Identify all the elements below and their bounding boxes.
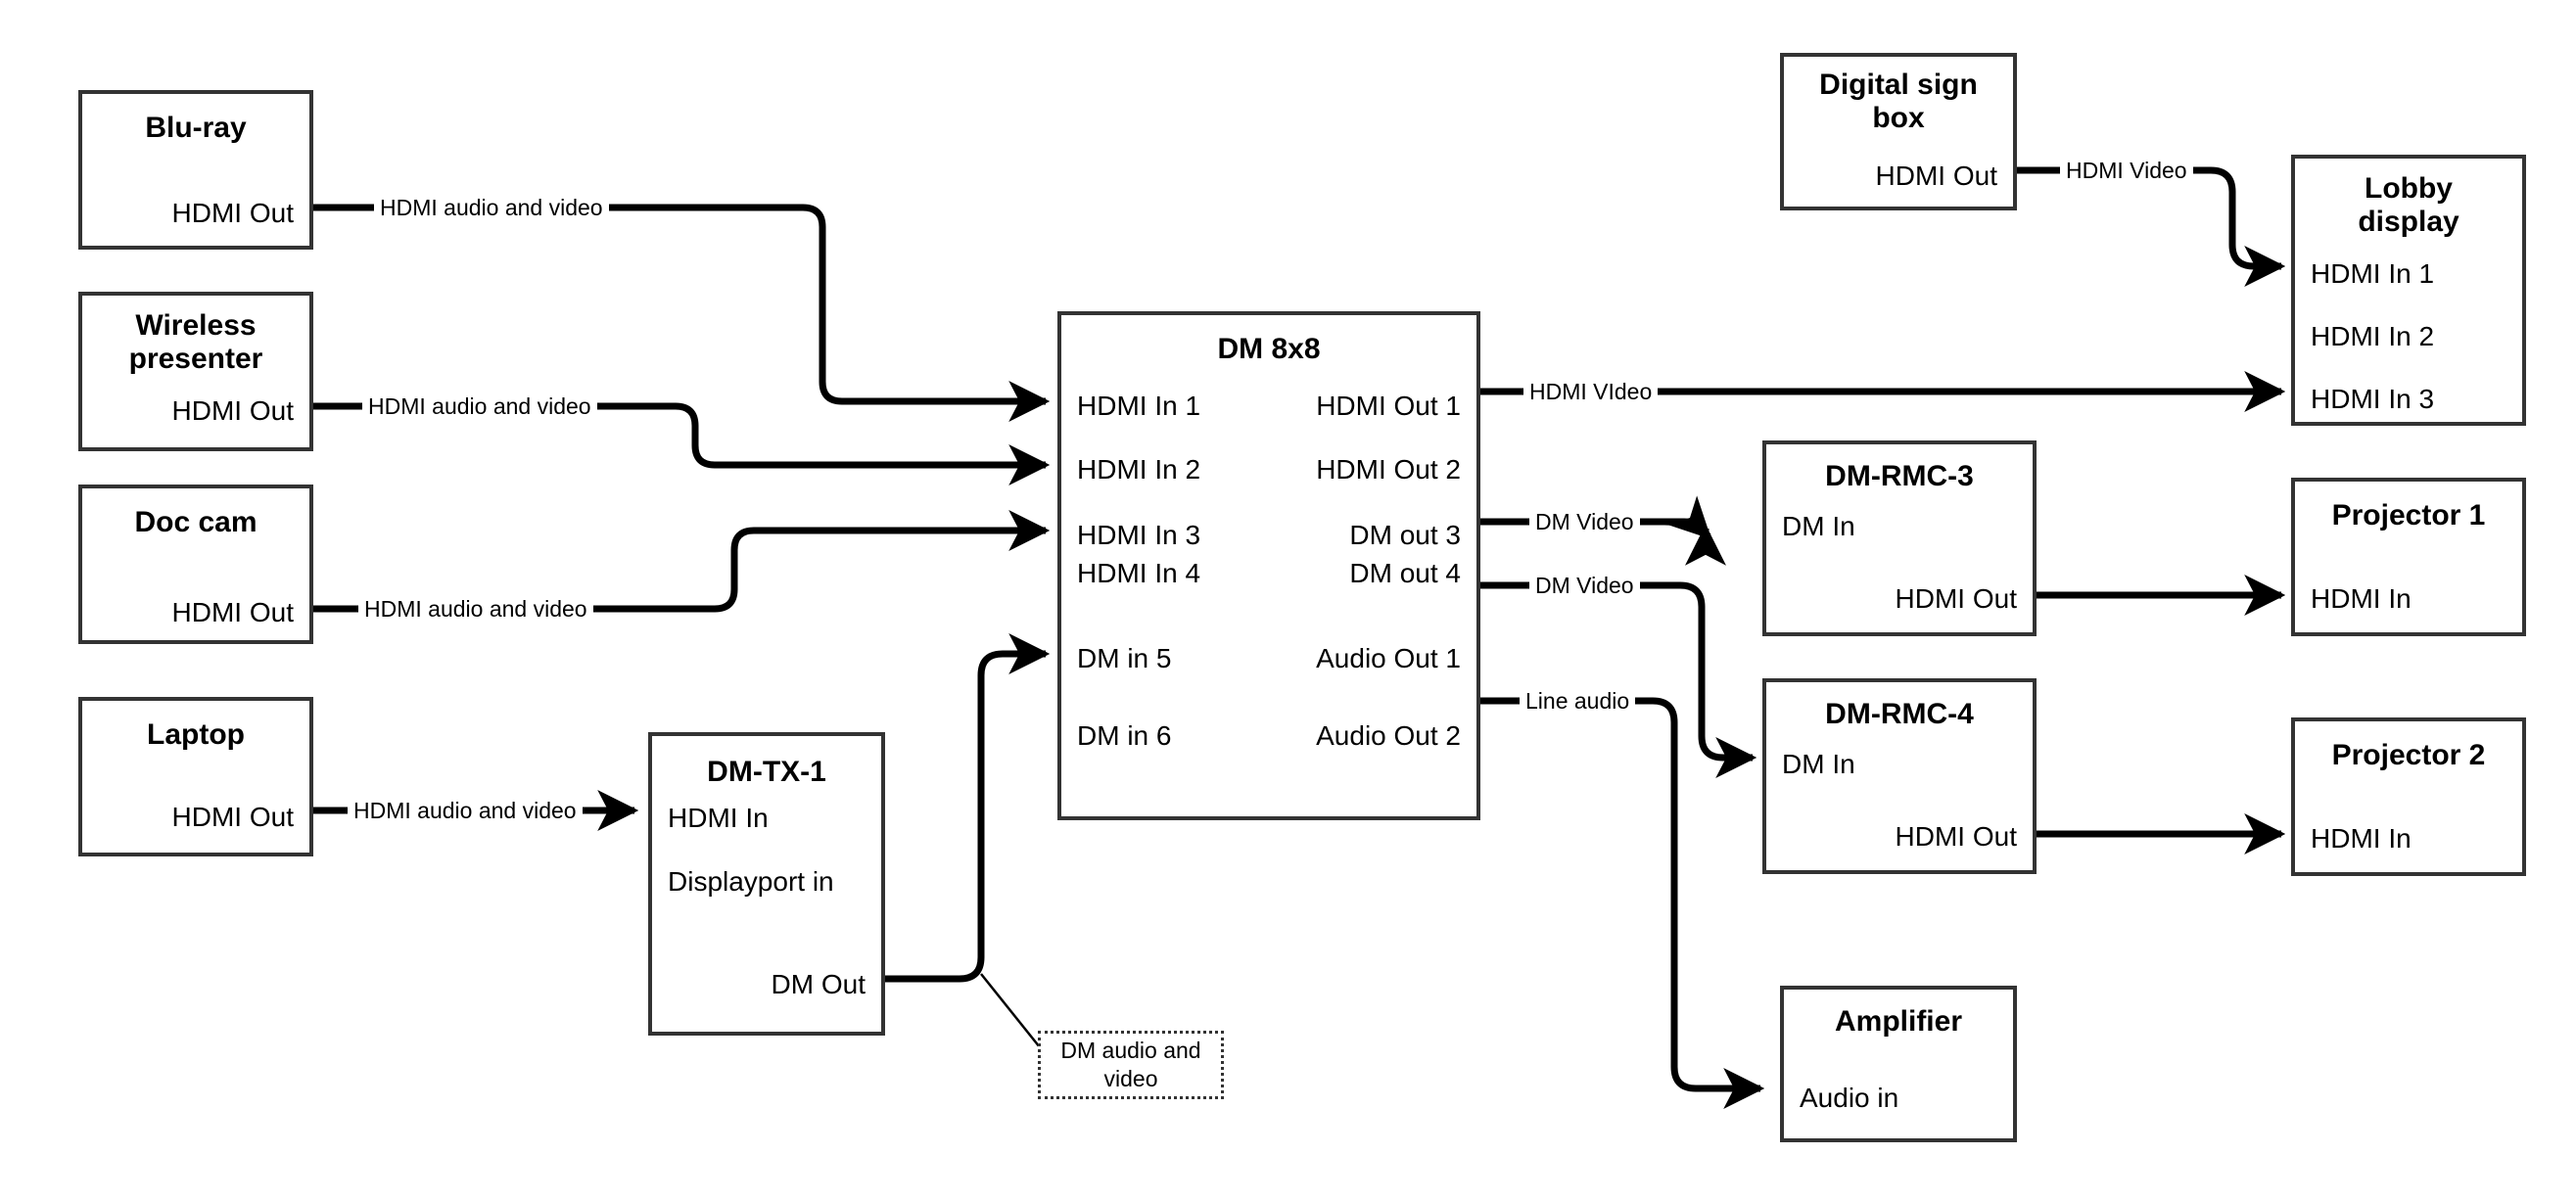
wire-label-doccam-to-dm8x8: HDMI audio and video: [358, 598, 593, 621]
node-dm-8x8-output-dm-out-4: DM out 4: [1349, 558, 1461, 588]
node-lobby-display-input-hdmi-in-1: HDMI In 1: [2311, 258, 2435, 289]
node-dm-rmc-3-title: DM-RMC-3: [1825, 460, 1974, 492]
node-dm-8x8-output-audio-out-2: Audio Out 2: [1316, 720, 1461, 751]
callout-leader-line: [980, 973, 1041, 1048]
node-projector-2-port-hdmi-in: HDMI In: [2311, 823, 2412, 854]
callout-dm-audio-and-video: DM audio and video: [1038, 1031, 1224, 1099]
wire-label-dmout4-to-dmrmc4: DM Video: [1529, 575, 1640, 597]
wire-bluray-to-dm8x8: [313, 204, 1051, 422]
node-projector-1-port-hdmi-in: HDMI In: [2311, 583, 2412, 614]
wire-dmout3-bend: [1663, 495, 1711, 539]
node-amplifier[interactable]: Amplifier Audio in: [1780, 986, 2017, 1142]
node-laptop-title: Laptop: [147, 718, 245, 751]
wire-label-wireless-to-dm8x8: HDMI audio and video: [362, 395, 597, 418]
node-dm-tx-1[interactable]: DM-TX-1 HDMI In Displayport in DM Out: [648, 732, 885, 1036]
wire-label-laptop-to-dmtx1: HDMI audio and video: [348, 800, 583, 822]
wire-label-hdmiout1-to-lobby: HDMI VIdeo: [1523, 381, 1659, 403]
node-lobby-display[interactable]: Lobby display HDMI In 1 HDMI In 2 HDMI I…: [2291, 155, 2526, 426]
node-dm-8x8-output-audio-out-1: Audio Out 1: [1316, 643, 1461, 673]
node-laptop-port-hdmi-out: HDMI Out: [171, 802, 294, 832]
wire-label-signbox-to-lobby: HDMI Video: [2060, 160, 2193, 182]
node-dm-8x8-input-dm-in-6: DM in 6: [1077, 720, 1172, 751]
node-dm-8x8-output-dm-out-3: DM out 3: [1349, 520, 1461, 550]
node-dm-tx-1-title: DM-TX-1: [707, 756, 826, 788]
wire-signbox-to-lobby: [2017, 166, 2286, 287]
node-doc-cam-title: Doc cam: [134, 506, 258, 538]
node-dm-8x8-input-hdmi-in-4: HDMI In 4: [1077, 558, 1201, 588]
node-dm-rmc-4[interactable]: DM-RMC-4 DM In HDMI Out: [1762, 678, 2037, 874]
node-dm-8x8-output-hdmi-out-2: HDMI Out 2: [1316, 454, 1461, 485]
node-dm-rmc-3-port-dm-in: DM In: [1782, 511, 1855, 541]
wire-dm8x8-dmout4-to-dmrmc4: [1480, 581, 1757, 778]
wire-dm8x8-audioout1-to-amplifier: [1480, 697, 1765, 1109]
node-dm-tx-1-port-displayport-in: Displayport in: [668, 866, 834, 897]
wire-label-bluray-to-dm8x8: HDMI audio and video: [374, 197, 609, 219]
node-dm-8x8-output-hdmi-out-1: HDMI Out 1: [1316, 391, 1461, 421]
node-wireless-presenter[interactable]: Wireless presenter HDMI Out: [78, 292, 313, 451]
node-wireless-presenter-port-hdmi-out: HDMI Out: [171, 395, 294, 426]
node-dm-tx-1-port-hdmi-in: HDMI In: [668, 803, 769, 833]
node-projector-2-title: Projector 2: [2331, 739, 2486, 771]
node-digital-sign-box-title: Digital sign box: [1819, 69, 1978, 134]
wire-label-audioout1-to-amplifier: Line audio: [1520, 690, 1636, 713]
node-amplifier-title: Amplifier: [1834, 1005, 1963, 1038]
node-bluray-title: Blu-ray: [145, 112, 247, 144]
node-dm-rmc-4-port-hdmi-out: HDMI Out: [1895, 821, 2017, 852]
node-dm-8x8-input-hdmi-in-3: HDMI In 3: [1077, 520, 1201, 550]
node-digital-sign-box[interactable]: Digital sign box HDMI Out: [1780, 53, 2017, 210]
node-dm-8x8-input-hdmi-in-1: HDMI In 1: [1077, 391, 1201, 421]
node-dm-8x8-title: DM 8x8: [1217, 333, 1321, 365]
node-dm-rmc-4-title: DM-RMC-4: [1825, 698, 1974, 730]
node-laptop[interactable]: Laptop HDMI Out: [78, 697, 313, 856]
node-doc-cam[interactable]: Doc cam HDMI Out: [78, 485, 313, 644]
node-lobby-display-input-hdmi-in-3: HDMI In 3: [2311, 384, 2435, 414]
node-lobby-display-title: Lobby display: [2358, 172, 2459, 238]
node-amplifier-port-audio-in: Audio in: [1800, 1083, 1899, 1113]
node-doc-cam-port-hdmi-out: HDMI Out: [171, 597, 294, 627]
node-bluray[interactable]: Blu-ray HDMI Out: [78, 90, 313, 250]
node-dm-rmc-3[interactable]: DM-RMC-3 DM In HDMI Out: [1762, 440, 2037, 636]
wire-label-dmout3-to-dmrmc3: DM Video: [1529, 511, 1640, 533]
node-projector-2[interactable]: Projector 2 HDMI In: [2291, 717, 2526, 876]
node-wireless-presenter-title: Wireless presenter: [128, 309, 263, 375]
node-dm-rmc-4-port-dm-in: DM In: [1782, 749, 1855, 779]
node-digital-sign-box-port-hdmi-out: HDMI Out: [1875, 161, 1997, 191]
node-dm-rmc-3-port-hdmi-out: HDMI Out: [1895, 583, 2017, 614]
node-lobby-display-input-hdmi-in-2: HDMI In 2: [2311, 321, 2435, 351]
node-dm-8x8-input-dm-in-5: DM in 5: [1077, 643, 1172, 673]
node-dm-tx-1-port-dm-out: DM Out: [771, 969, 866, 999]
node-projector-1[interactable]: Projector 1 HDMI In: [2291, 478, 2526, 636]
node-projector-1-title: Projector 1: [2331, 499, 2486, 531]
node-bluray-port-hdmi-out: HDMI Out: [171, 198, 294, 228]
node-dm-8x8[interactable]: DM 8x8 HDMI In 1 HDMI In 2 HDMI In 3 HDM…: [1057, 311, 1480, 820]
node-dm-8x8-input-hdmi-in-2: HDMI In 2: [1077, 454, 1201, 485]
wire-dmtx1-to-dm8x8: [885, 633, 1051, 983]
